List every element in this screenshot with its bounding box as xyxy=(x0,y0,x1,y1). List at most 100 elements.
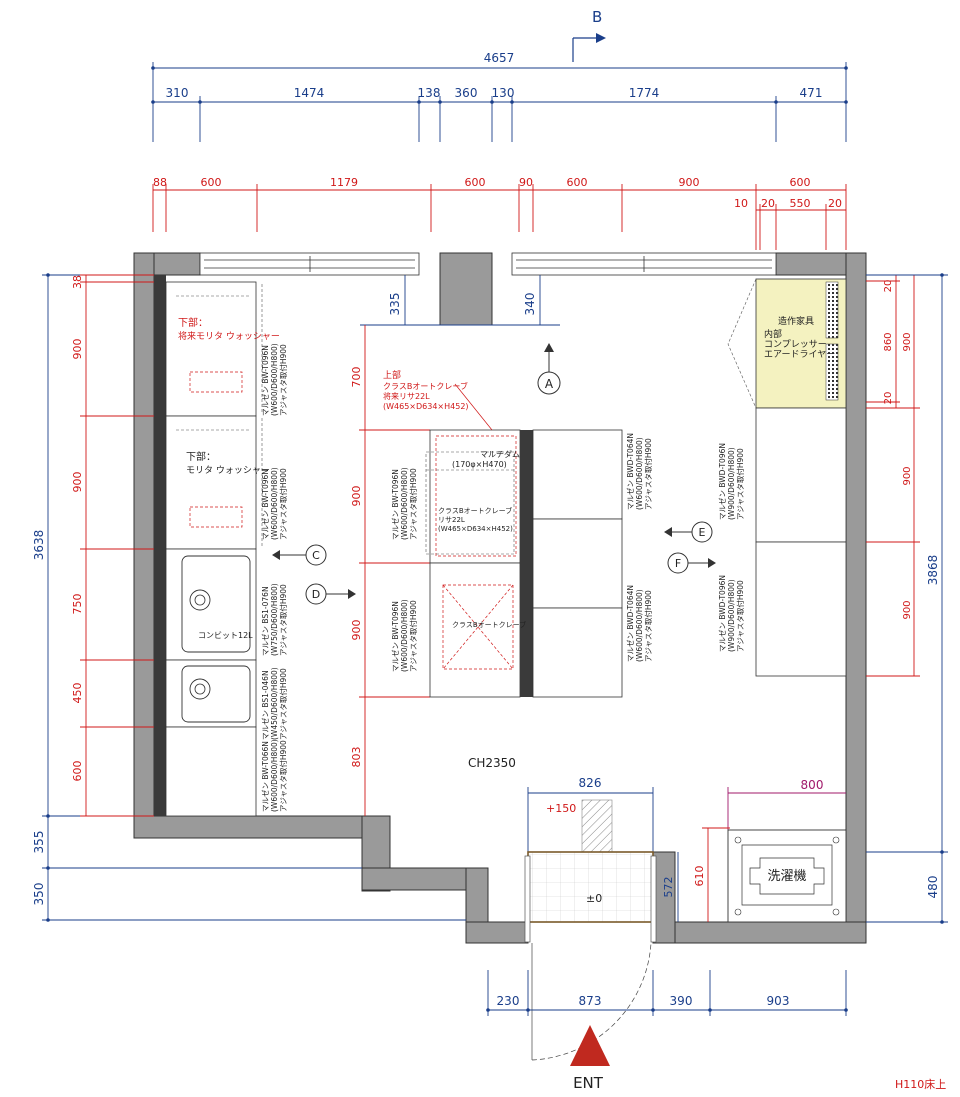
lower-cabinet-2-desc: モリタ ウォッシャー xyxy=(186,465,270,476)
dim-top-red-small: 20 xyxy=(828,197,842,210)
left-wall-inner xyxy=(154,275,166,816)
left-equipment-label: (W600/D600/H800) xyxy=(270,467,279,540)
right-blue-dims xyxy=(866,274,948,923)
center-equipment-label: アジャスタ取付H900 xyxy=(408,468,418,540)
dim-right-outer: 900 xyxy=(902,466,913,485)
dim-left-red: 38 xyxy=(71,275,84,289)
center-equipment-label: (W600/D600/H800) xyxy=(400,599,409,672)
multidam-label: マルチダム xyxy=(480,449,520,459)
upper-autoclave-line: (W465×D634×H452) xyxy=(383,402,469,411)
dim-right-inner: 20 xyxy=(883,392,894,405)
dim-right-blue: 480 xyxy=(926,876,940,899)
dim-right-outer: 900 xyxy=(902,332,913,351)
dim-top-blue: 130 xyxy=(492,86,515,100)
level-zero-label: ±0 xyxy=(586,892,602,905)
dim-right-inner: 20 xyxy=(883,280,894,293)
dim-top-red-small: 20 xyxy=(761,197,775,210)
lower-cabinet-1-label: 下部： xyxy=(178,316,208,329)
dim-top-red-small: 550 xyxy=(790,197,811,210)
left-equipment-label: マルゼン BS1-046N xyxy=(260,670,270,740)
dim-top-red: 600 xyxy=(790,176,811,189)
upper-autoclave-line: クラスBオートクレーブ xyxy=(383,381,468,391)
right-red-dims xyxy=(866,274,920,677)
dim-left-blue: 355 xyxy=(32,831,46,854)
marker-d: D xyxy=(305,583,356,605)
left-equipment-label: (W750/D600/H800) xyxy=(270,583,279,656)
center-equipment-label: アジャスタ取付H900 xyxy=(408,600,418,672)
ceiling-height: CH2350 xyxy=(468,756,516,770)
upper-autoclave-title: 上部 xyxy=(383,369,401,381)
center-right-equipment-label: (W600/D600/H800) xyxy=(635,589,644,662)
multidam-size: (170φ×H470) xyxy=(452,460,507,469)
right-equipment-label: マルゼン BWD-T096N xyxy=(717,443,727,520)
view-b-marker: B xyxy=(572,8,606,62)
center-equipment-label: マルゼン BW-T096N xyxy=(390,469,400,540)
dim-center-red: 900 xyxy=(350,486,363,507)
center-right-equipment-label: アジャスタ取付H900 xyxy=(643,590,653,662)
washer-label: 洗濯機 xyxy=(767,869,806,884)
dim-top-blue: 1774 xyxy=(629,86,660,100)
left-equipment-label: (W450/D600/H800) xyxy=(270,667,279,740)
dim-left-blue: 350 xyxy=(32,883,46,906)
right-equipment-label: アジャスタ取付H900 xyxy=(735,580,745,652)
builtin-label: 造作家具 xyxy=(778,315,814,327)
dim-right-inner: 860 xyxy=(883,332,894,351)
dim-top-red: 88 xyxy=(153,176,167,189)
dim-top-blue: 471 xyxy=(800,86,823,100)
bottom-blue-dims xyxy=(487,970,847,1016)
floor-note: H110床上 xyxy=(895,1077,946,1091)
entry-landing xyxy=(527,851,654,923)
left-equipment-label: マルゼン BW-T096N xyxy=(260,469,270,540)
dim-window-right-offset: 340 xyxy=(523,293,537,316)
walls xyxy=(133,252,867,944)
entry-door-swing xyxy=(531,942,652,1061)
right-equipment-label: マルゼン BWD-T096N xyxy=(717,575,727,652)
left-equipment-label: アジャスタ取付H900 xyxy=(278,468,288,540)
dim-left-red: 600 xyxy=(71,761,84,782)
center-right-equipment-label: マルゼン BWD-T064N xyxy=(625,433,635,510)
dim-top-red: 1179 xyxy=(330,176,358,189)
center-right-equipment-label: アジャスタ取付H900 xyxy=(643,438,653,510)
dim-left-blue: 3638 xyxy=(32,530,46,561)
window-right xyxy=(511,252,777,276)
autoclave-label: クラスBオートクレーブ xyxy=(438,506,512,515)
left-equipment-label: (W600/D600/H800) xyxy=(270,739,279,812)
marker-f: F xyxy=(667,552,716,574)
center-right-equipment-label: (W600/D600/H800) xyxy=(635,437,644,510)
view-b-label: B xyxy=(592,8,602,26)
marker-d-label: D xyxy=(312,588,320,601)
entrance-marker: ENT xyxy=(570,1025,610,1092)
autoclave-label: リサ22L xyxy=(438,516,465,524)
marker-c: C xyxy=(272,544,327,566)
left-equipment-label: アジャスタ取付H900 xyxy=(278,668,288,740)
marker-a-label: A xyxy=(545,377,554,391)
top-blue-dims xyxy=(152,62,847,142)
dim-left-red: 450 xyxy=(71,683,84,704)
dim-center-red: 803 xyxy=(350,747,363,768)
dim-top-red: 600 xyxy=(201,176,222,189)
builtin-sub: コンプレッサー xyxy=(764,339,827,350)
dim-top-blue: 138 xyxy=(418,86,441,100)
dim-overall-width: 4657 xyxy=(484,51,515,65)
dim-top-red: 90 xyxy=(519,176,533,189)
step-up-label: +150 xyxy=(546,802,576,815)
center-equipment-label: マルゼン BW-T096N xyxy=(390,601,400,672)
top-red-dims xyxy=(152,184,847,250)
dim-left-red: 900 xyxy=(71,339,84,360)
left-equipment-label: マルゼン BW-T096N xyxy=(260,345,270,416)
right-equipment-label: アジャスタ取付H900 xyxy=(735,448,745,520)
dim-center-red: 700 xyxy=(350,367,363,388)
entry-door-frame xyxy=(650,855,657,943)
marker-e: E xyxy=(664,521,713,543)
builtin-cabinet xyxy=(727,278,847,409)
washer: 洗濯機 xyxy=(727,829,847,923)
entry-door-frame xyxy=(524,855,531,943)
window-left xyxy=(199,252,420,276)
dim-top-blue: 360 xyxy=(455,86,478,100)
center-red-dims xyxy=(359,325,430,816)
sink-basin-large xyxy=(181,555,251,653)
right-equipment-label: (W900/D600/H800) xyxy=(727,447,736,520)
left-equipment-label: (W600/D600/H800) xyxy=(270,343,279,416)
left-equipment-label: アジャスタ取付H900 xyxy=(278,344,288,416)
